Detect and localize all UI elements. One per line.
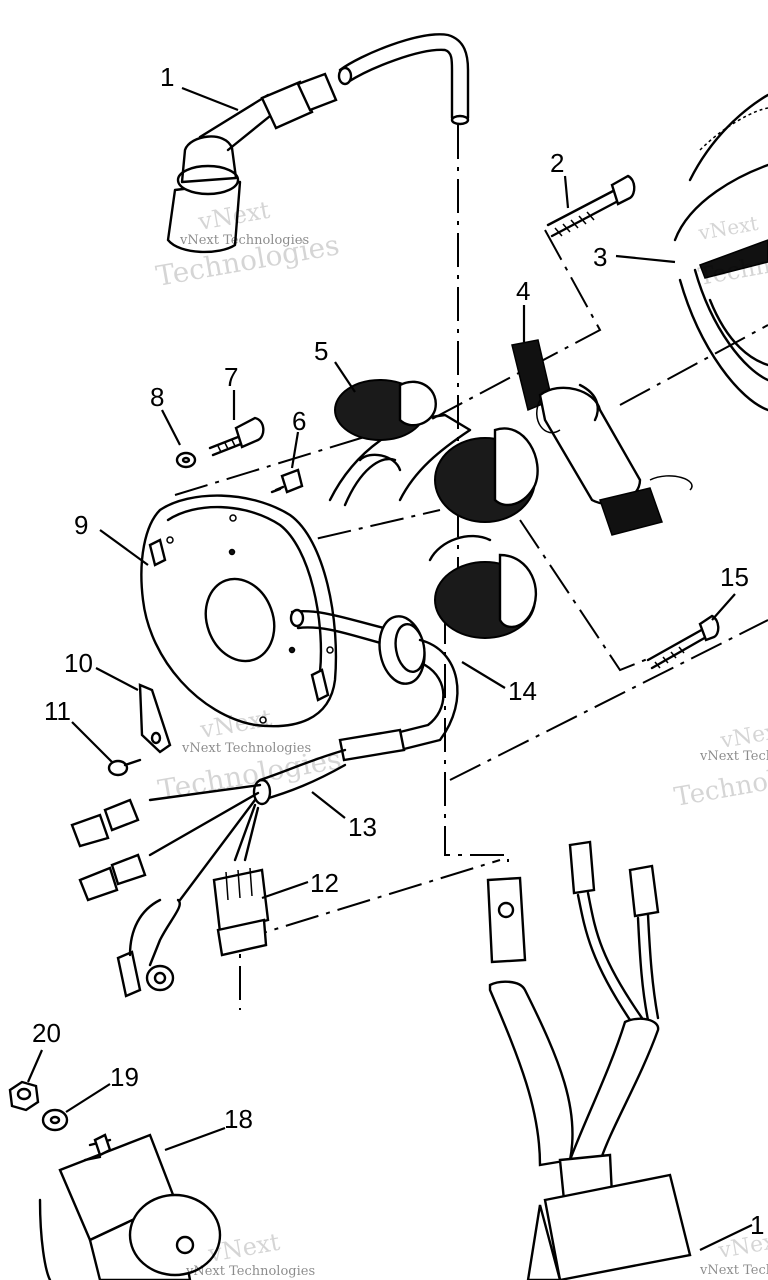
connector-12 (212, 867, 270, 957)
callout-2: 2 (550, 148, 564, 178)
svg-text:vNext Technologies: vNext Technologies (179, 233, 309, 248)
callout-8: 8 (150, 382, 164, 412)
callout-1: 1 (160, 62, 174, 92)
harness-terminals (70, 798, 181, 998)
screw-11 (107, 758, 142, 777)
callout-10: 10 (64, 648, 93, 678)
flywheel (673, 93, 768, 412)
callout-20: 20 (32, 1018, 61, 1048)
callout-11: 11 (44, 696, 71, 726)
svg-text:vNext: vNext (197, 704, 274, 744)
watermark-bottom-right: vNext vNext Technologies (699, 1228, 768, 1278)
grommet-14 (378, 615, 459, 752)
watermark-middle-left: vNext vNext Technologies Technologies (155, 704, 343, 807)
callout-14: 14 (508, 676, 537, 706)
callout-15: 15 (720, 562, 749, 592)
washer-8 (175, 451, 197, 469)
svg-text:vNext: vNext (195, 196, 272, 236)
solenoid-18 (38, 1133, 222, 1280)
chain-line-3 (519, 519, 651, 672)
bracket-10 (138, 683, 172, 754)
leader-lines (26, 86, 753, 1251)
callout-1-lower: 1 (750, 1210, 764, 1240)
callout-18: 18 (224, 1104, 253, 1134)
svg-text:vNext Technologies: vNext Technologies (185, 1264, 315, 1279)
callout-9: 9 (74, 510, 88, 540)
svg-text:vNext Technologies: vNext Technologies (699, 749, 768, 764)
callout-19: 19 (110, 1062, 139, 1092)
chain-line-7 (174, 419, 421, 496)
stator-5 (328, 379, 539, 639)
svg-text:vNext Technologies: vNext Technologies (699, 1263, 768, 1278)
screw-6 (270, 468, 304, 494)
regulator-harness (486, 840, 692, 1280)
assembly-chain-line (239, 125, 509, 1010)
callout-12: 12 (310, 868, 339, 898)
chain-line-2 (429, 229, 602, 421)
callout-5: 5 (314, 336, 328, 366)
callout-3: 3 (593, 242, 607, 272)
wire-harness-13 (148, 728, 406, 902)
svg-text:vNext: vNext (696, 211, 760, 245)
bolt-15 (646, 614, 720, 670)
callout-13: 13 (348, 812, 377, 842)
chain-line-5 (449, 619, 768, 781)
stator-plate-9 (140, 494, 394, 728)
chain-line-4 (619, 324, 768, 406)
svg-text:vNext Technologies: vNext Technologies (181, 741, 311, 756)
nut-20 (8, 1080, 40, 1112)
callout-labels: 1 2 3 4 5 6 7 8 9 10 11 12 13 14 15 18 1… (32, 62, 764, 1240)
screw-7 (208, 416, 265, 457)
exciter-coil-4 (511, 339, 693, 536)
bolt-2 (546, 174, 636, 238)
callout-4: 4 (516, 276, 530, 306)
chain-line-6 (159, 509, 441, 576)
washer-19 (41, 1108, 69, 1132)
callout-6: 6 (292, 406, 306, 436)
callout-7: 7 (224, 362, 238, 392)
watermark-top-left: vNext vNext Technologies Technologies (153, 196, 341, 293)
spark-plug-wire (166, 33, 470, 254)
svg-text:vNext: vNext (716, 1228, 768, 1264)
watermark-middle-right: vNext vNext Technologies Technologies (672, 718, 768, 813)
